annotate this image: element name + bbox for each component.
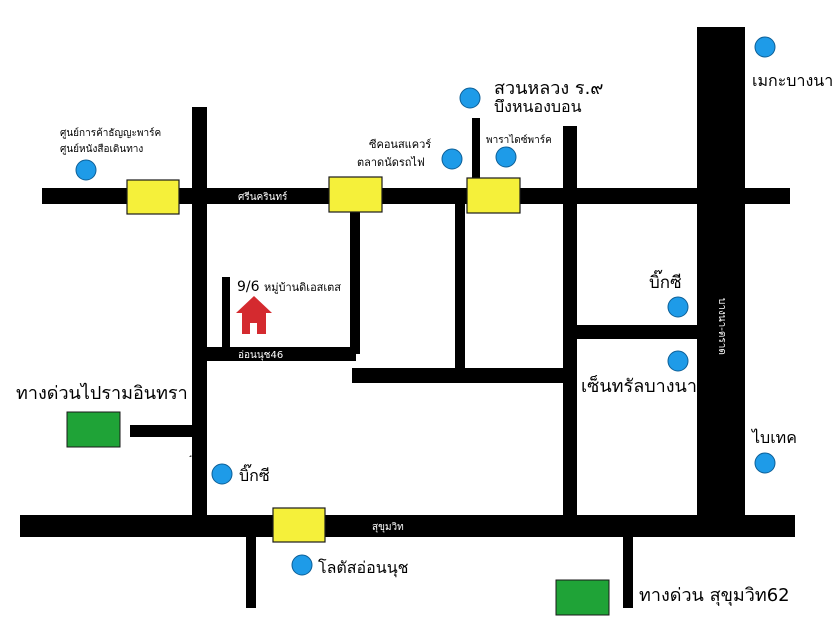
soi-sukhumvit62	[623, 536, 633, 608]
signal-paradise	[466, 177, 521, 214]
expressway-sukhumvit62-label: ทางด่วน สุขุมวิท62	[639, 585, 790, 606]
seacon-label-1: ซีคอนสแควร์	[369, 138, 431, 151]
home-label-text: หมู่บ้านดิเอสเตส	[264, 281, 341, 294]
soi-paradise-north	[472, 118, 480, 190]
onnut46-road	[206, 347, 356, 361]
lotus-label: โลตัสอ่อนนุช	[318, 558, 409, 578]
house-icon	[236, 296, 272, 334]
soi-lotus	[246, 536, 256, 608]
sukhumvit-road	[20, 515, 795, 537]
traffic-signals	[126, 176, 521, 543]
thanya-label-1: ศูนย์การค้าธัญญะพาร์ค	[60, 127, 161, 139]
pin-paradise	[495, 146, 517, 168]
srinakarin-road-label: ศรีนครินทร์	[238, 191, 288, 203]
soi-seacon	[350, 204, 360, 354]
seacon-label-2: ตลาดนัดรถไฟ	[357, 156, 425, 169]
pin-lotus	[291, 554, 313, 576]
pin-bigc-onnut	[211, 463, 233, 485]
signal-srinakarin-west	[126, 179, 180, 215]
ramintra-link-road	[130, 425, 193, 437]
srinakarin-road	[42, 188, 790, 204]
thanya-label-2: ศูนย์หนังสือเดินทาง	[60, 143, 143, 155]
megabangna-label: เมกะบางนา	[752, 71, 833, 90]
soi-home	[222, 277, 230, 349]
expressway-sukhumvit62-marker	[555, 579, 610, 616]
onnut46-road-label: อ่อนนุช46	[238, 350, 283, 361]
pin-thanya	[75, 159, 97, 181]
expressway-ramintra-label: ทางด่วนไปรามอินทรา	[16, 382, 188, 404]
landmarks	[75, 36, 776, 576]
onnut-road-label: อ่อนนุช	[189, 432, 200, 465]
bangna-trat-road-label: บางนา-ตราด	[716, 298, 727, 355]
home-marker	[236, 296, 272, 334]
suanluang-label-1: สวนหลวง ร.๙	[494, 78, 604, 99]
suanluang-label-2: บึงหนองบอน	[494, 97, 582, 116]
house-door-icon	[250, 323, 257, 334]
pin-central	[667, 350, 689, 372]
soi-bigc-bangna	[575, 325, 699, 339]
pin-bigc-bangna	[667, 296, 689, 318]
signal-seacon	[328, 176, 383, 213]
pin-megabangna	[754, 36, 776, 58]
home-label: 9/6 หมู่บ้านดิเอสเตส	[237, 279, 341, 295]
expressway-ramintra-marker	[66, 411, 121, 448]
sukhumvit-road-label: สุขุมวิท	[372, 522, 404, 533]
pin-seacon	[441, 148, 463, 170]
paradise-label: พาราไดซ์พาร์ค	[486, 134, 552, 146]
central-label: เซ็นทรัลบางนา	[581, 374, 697, 397]
biotec-label: ไบเทค	[750, 428, 797, 447]
bigc-bangna-label: บิ๊กซี	[649, 269, 682, 293]
pin-biotec	[754, 452, 776, 474]
soi-central	[563, 126, 577, 516]
soi-connector	[352, 368, 577, 383]
bigc-onnut-label: บิ๊กซี	[239, 464, 270, 485]
signal-sukhumvit-onnut	[272, 507, 326, 543]
bangna-trat-road	[697, 27, 745, 517]
onnut-road	[192, 107, 207, 517]
soi-paradise-south	[455, 204, 465, 369]
road-network	[20, 27, 795, 608]
pin-suanluang	[459, 87, 481, 109]
